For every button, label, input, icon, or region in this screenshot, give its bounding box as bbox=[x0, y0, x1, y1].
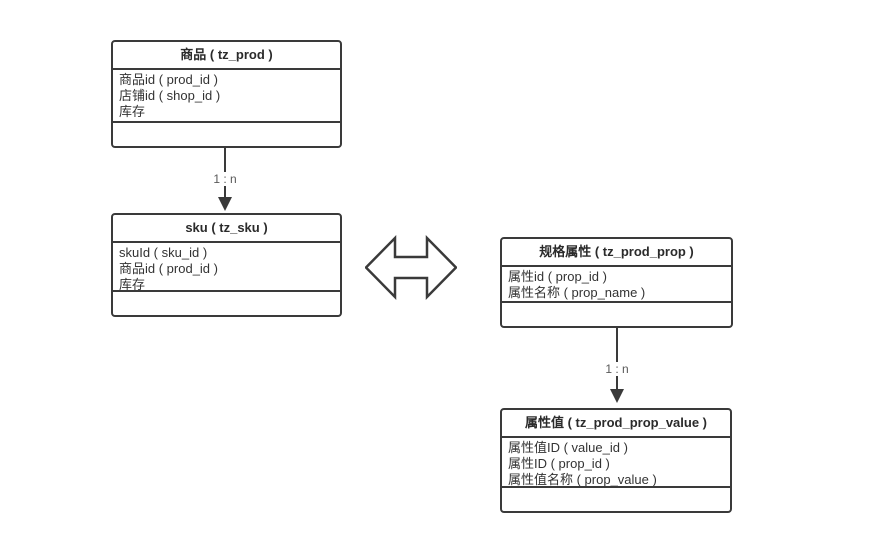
connector-prop-value-line bbox=[616, 328, 618, 390]
entity-prod-prop-value-title: 属性值 ( tz_prod_prop_value ) bbox=[502, 410, 730, 438]
entity-prod-empty-section bbox=[113, 123, 340, 146]
entity-sku: sku ( tz_sku ) skuId ( sku_id ) 商品id ( p… bbox=[111, 213, 342, 317]
entity-prod-prop-empty-section bbox=[502, 303, 731, 326]
entity-field: 属性值名称 ( prop_value ) bbox=[508, 472, 657, 487]
entity-sku-empty-section bbox=[113, 292, 340, 315]
entity-field: 库存 bbox=[119, 104, 146, 119]
double-arrow-icon bbox=[365, 234, 457, 301]
arrowhead-down-icon bbox=[218, 197, 232, 211]
entity-prod-prop-fields: 属性id ( prop_id ) 属性名称 ( prop_name ) bbox=[502, 267, 731, 303]
entity-field: 商品id ( prod_id ) bbox=[119, 72, 218, 87]
entity-field: skuId ( sku_id ) bbox=[119, 245, 208, 260]
entity-sku-title: sku ( tz_sku ) bbox=[113, 215, 340, 243]
arrowhead-down-icon bbox=[610, 389, 624, 403]
entity-field: 店铺id ( shop_id ) bbox=[119, 88, 221, 103]
entity-field: 商品id ( prod_id ) bbox=[119, 261, 218, 276]
entity-field: 属性值ID ( value_id ) bbox=[508, 440, 628, 455]
entity-field: 属性名称 ( prop_name ) bbox=[508, 285, 646, 300]
cardinality-label: 1 : n bbox=[602, 362, 632, 376]
entity-prod-prop-value: 属性值 ( tz_prod_prop_value ) 属性值ID ( value… bbox=[500, 408, 732, 513]
entity-prod-prop-value-empty-section bbox=[502, 488, 730, 511]
entity-prod-prop-value-fields: 属性值ID ( value_id ) 属性ID ( prop_id ) 属性值名… bbox=[502, 438, 730, 488]
entity-prod-title: 商品 ( tz_prod ) bbox=[113, 42, 340, 70]
entity-field: 库存 bbox=[119, 277, 146, 292]
entity-prod-prop-title: 规格属性 ( tz_prod_prop ) bbox=[502, 239, 731, 267]
entity-prod-fields: 商品id ( prod_id ) 店铺id ( shop_id ) 库存 bbox=[113, 70, 340, 123]
entity-prod-prop: 规格属性 ( tz_prod_prop ) 属性id ( prop_id ) 属… bbox=[500, 237, 733, 328]
entity-prod: 商品 ( tz_prod ) 商品id ( prod_id ) 店铺id ( s… bbox=[111, 40, 342, 148]
entity-field: 属性ID ( prop_id ) bbox=[508, 456, 610, 471]
cardinality-label: 1 : n bbox=[210, 172, 240, 186]
entity-sku-fields: skuId ( sku_id ) 商品id ( prod_id ) 库存 bbox=[113, 243, 340, 292]
entity-field: 属性id ( prop_id ) bbox=[508, 269, 607, 284]
